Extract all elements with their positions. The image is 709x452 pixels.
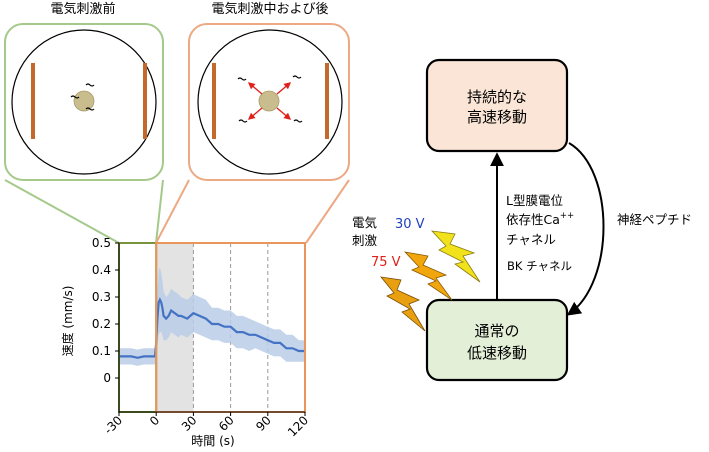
x-tick-label: 120 xyxy=(285,413,311,439)
dispersal-arrow xyxy=(276,82,292,95)
worm xyxy=(70,95,80,99)
electrode-left xyxy=(31,63,35,139)
fast-movement-box xyxy=(425,58,569,153)
error-band xyxy=(119,267,305,366)
y-tick-label: 0.5 xyxy=(92,236,111,250)
y-ticks: 0 0.1 0.2 0.3 0.4 0.5 xyxy=(92,236,119,385)
y-axis-label: 速度 (mm/s) xyxy=(60,286,75,357)
dispersal-arrow xyxy=(247,82,263,95)
y-tick-label: 0.3 xyxy=(92,290,111,304)
electrode-left xyxy=(212,63,216,139)
bk-channel-label: BK チャネル xyxy=(507,259,572,273)
y-tick-label: 0.1 xyxy=(92,344,111,358)
down-arrow xyxy=(566,142,605,316)
stimulus-title-line1: 電気 xyxy=(352,215,377,230)
stimulus-title-line2: 刺激 xyxy=(352,233,378,248)
x-tick-label: -30 xyxy=(101,413,125,437)
dispersal-arrow xyxy=(276,107,292,120)
panel-before: 電気刺激前 xyxy=(4,1,164,181)
x-tick-label: 90 xyxy=(253,413,274,434)
channel-label-ca: 依存性Ca xyxy=(506,212,560,227)
panel-before-title: 電気刺激前 xyxy=(50,1,115,17)
x-tick-label: 30 xyxy=(179,413,200,434)
y-tick-label: 0.4 xyxy=(92,263,111,277)
worm xyxy=(292,75,302,79)
channel-label-line2: 依存性Ca++ xyxy=(506,211,574,227)
y-tick-label: 0.2 xyxy=(92,317,111,331)
stimulus: 電気 刺激 30 V 75 V xyxy=(352,215,481,332)
slow-movement-line2: 低速移動 xyxy=(467,344,527,362)
y-tick-label: 0 xyxy=(103,371,111,385)
speed-chart: 0 0.1 0.2 0.3 0.4 0.5 -30 0 30 60 90 120 速度 (mm/s)… xyxy=(60,236,311,448)
lightning-bolt-icon xyxy=(403,251,453,301)
x-tick-label: 60 xyxy=(216,413,237,434)
before-window-box xyxy=(118,242,158,413)
worm xyxy=(85,83,95,87)
neuropeptide-label: 神経ペプチド xyxy=(617,212,692,227)
flow-diagram: 持続的な 高速移動 通常の 低速移動 L型膜電位 依存性Ca++ チャネル BK… xyxy=(425,58,692,382)
x-tick-label: 0 xyxy=(147,413,162,428)
x-axis-label: 時間 (s) xyxy=(191,434,234,448)
channel-label-sup: ++ xyxy=(560,211,574,221)
electrode-right xyxy=(325,63,329,139)
panel-during-after-title: 電気刺激中および後 xyxy=(211,1,328,17)
connector-after xyxy=(305,179,350,244)
worm-cluster xyxy=(258,90,280,112)
worm xyxy=(237,77,247,81)
worm xyxy=(85,107,95,111)
connector-before xyxy=(155,179,164,244)
voltage-75-label: 75 V xyxy=(371,255,401,270)
worm xyxy=(293,119,303,123)
slow-movement-line1: 通常の xyxy=(474,322,519,340)
channel-label-line1: L型膜電位 xyxy=(506,193,563,208)
electrode-right xyxy=(143,63,147,139)
dispersal-arrow xyxy=(247,107,263,120)
worm xyxy=(238,119,248,123)
lightning-bolt-icon xyxy=(380,276,426,332)
slow-movement-box xyxy=(425,298,569,382)
connector-before xyxy=(4,179,120,244)
fast-movement-line2: 高速移動 xyxy=(467,108,527,126)
channel-label-line3: チャネル xyxy=(506,232,556,247)
voltage-30-label: 30 V xyxy=(395,217,425,232)
connector-after xyxy=(155,179,190,244)
lightning-bolt-icon xyxy=(430,230,481,283)
worm-cluster xyxy=(73,90,95,112)
panel-during-after: 電気刺激中および後 xyxy=(188,1,350,181)
fast-movement-line1: 持続的な xyxy=(467,88,527,106)
